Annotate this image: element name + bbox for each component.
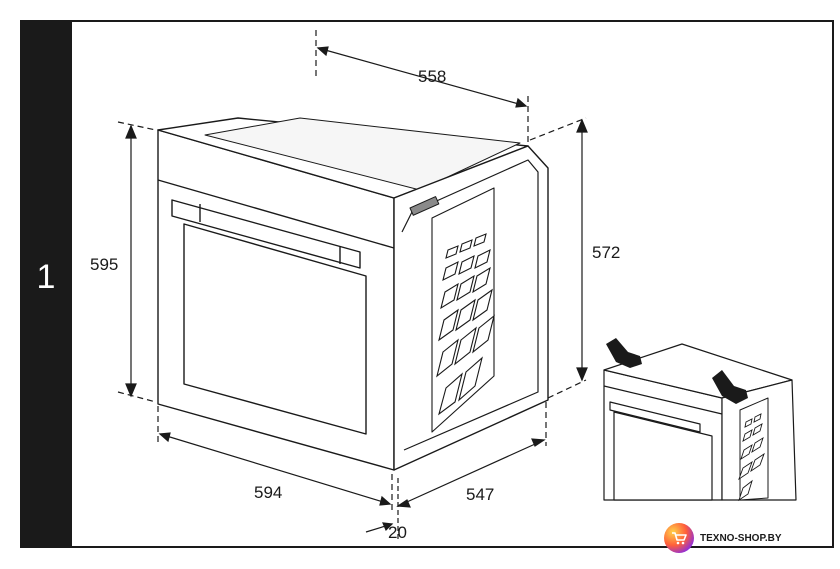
dim-label-top-width: 558	[418, 67, 446, 86]
dimension-lines	[117, 30, 588, 540]
step-number: 1	[36, 258, 56, 296]
watermark-text: TEXNO-SHOP.BY	[700, 532, 782, 544]
inset-vent-slots	[738, 413, 765, 502]
dim-label-height-left: 595	[90, 255, 118, 274]
hand-icon	[606, 338, 748, 404]
dim-label-front-offset: 20	[388, 523, 407, 542]
step-sidebar	[20, 20, 72, 548]
vent-slots	[436, 233, 495, 416]
dim-label-depth: 547	[466, 485, 494, 504]
installation-inset	[603, 343, 797, 501]
shopping-cart-icon	[664, 523, 694, 553]
dim-label-height-right: 572	[592, 243, 620, 262]
watermark: TEXNO-SHOP.BY	[664, 522, 782, 554]
dim-label-front-width: 594	[254, 483, 282, 502]
